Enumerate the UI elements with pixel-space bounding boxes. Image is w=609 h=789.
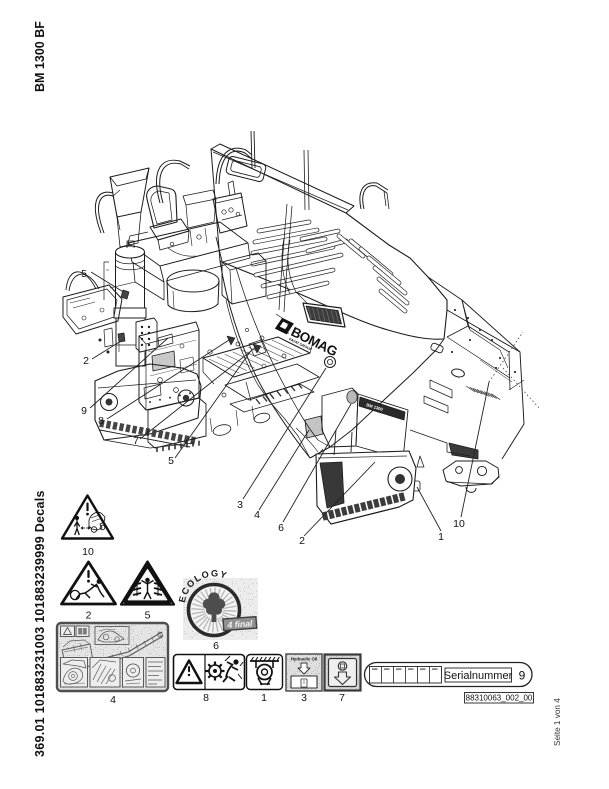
svg-text:BM 1300: BM 1300 <box>366 402 384 412</box>
svg-text:3: 3 <box>237 499 243 511</box>
svg-text:2: 2 <box>86 610 92 622</box>
svg-text:9: 9 <box>81 405 87 417</box>
svg-text:6: 6 <box>213 640 219 652</box>
svg-text:6: 6 <box>278 522 284 534</box>
svg-text:4: 4 <box>110 694 116 706</box>
svg-text:10: 10 <box>453 518 465 530</box>
svg-text:7: 7 <box>133 435 139 447</box>
svg-text:2: 2 <box>299 535 305 547</box>
svg-text:Seite 1 von 4: Seite 1 von 4 <box>553 698 562 746</box>
svg-text:5: 5 <box>81 268 87 280</box>
svg-text:1: 1 <box>438 531 444 543</box>
svg-text:9: 9 <box>519 669 526 683</box>
svg-text:4 final: 4 final <box>226 618 253 630</box>
svg-text:88310063_002_00: 88310063_002_00 <box>466 694 533 703</box>
svg-text:10: 10 <box>82 546 94 558</box>
svg-text:4: 4 <box>254 509 260 521</box>
svg-text:8: 8 <box>203 692 209 704</box>
svg-text:Hydraulic Oil: Hydraulic Oil <box>291 656 318 661</box>
svg-text:369.01 101883231003 1018832399: 369.01 101883231003 101883239999 Decals <box>33 490 47 757</box>
svg-text:BM 1300 BF: BM 1300 BF <box>33 21 47 92</box>
svg-text:2: 2 <box>83 355 89 367</box>
svg-text:1: 1 <box>261 692 267 704</box>
svg-text:7: 7 <box>339 692 345 704</box>
svg-text:Serialnummer: Serialnummer <box>444 670 513 682</box>
svg-text:8: 8 <box>98 415 104 427</box>
svg-text:3: 3 <box>301 692 307 704</box>
svg-text:5: 5 <box>145 610 151 622</box>
svg-text:5: 5 <box>168 455 174 467</box>
